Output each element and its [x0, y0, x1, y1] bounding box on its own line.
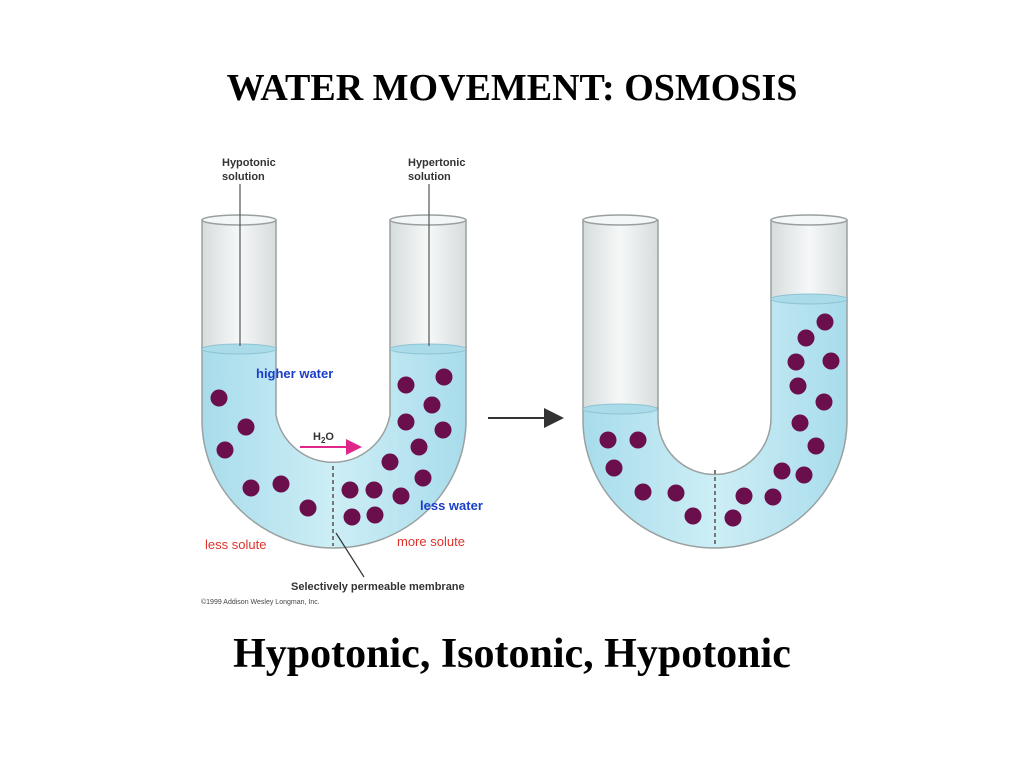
- solute-dot: [822, 352, 840, 370]
- right-tube-left-arm-glass: [582, 219, 659, 411]
- solute-dot: [764, 488, 782, 506]
- solute-dot: [392, 487, 410, 505]
- label-h2o: H2O: [313, 431, 334, 445]
- left-tube-solutes-hypotonic: [210, 389, 317, 517]
- left-u-tube: [201, 214, 467, 549]
- label-hypotonic-solution-2: solution: [222, 171, 265, 183]
- solute-dot: [423, 396, 441, 414]
- label-hypotonic-line2: solution: [222, 171, 265, 183]
- solute-dot: [684, 507, 702, 525]
- right-tube-solution: [582, 297, 848, 549]
- left-tube-right-surface: [389, 343, 467, 355]
- label-less-water: less water: [420, 498, 483, 513]
- left-diagram-labels: Hypotonic solution Hypertonic solution h…: [201, 157, 483, 606]
- solute-dot: [791, 414, 809, 432]
- slide-subtitle: Hypotonic, Isotonic, Hypotonic: [233, 631, 791, 677]
- left-tube-right-rim: [389, 214, 467, 226]
- label-hypertonic-line1: Hypertonic: [408, 157, 465, 169]
- h2o-o: O: [325, 431, 334, 443]
- right-tube-right-arm-glass: [770, 219, 848, 301]
- solute-dot: [272, 475, 290, 493]
- solute-dot: [807, 437, 825, 455]
- solute-dot: [397, 376, 415, 394]
- solute-dot: [789, 377, 807, 395]
- solute-dot: [216, 441, 234, 459]
- solute-dot: [366, 506, 384, 524]
- left-tube-solutes-hypertonic: [341, 368, 453, 526]
- left-tube-right-arm-glass: [389, 219, 467, 351]
- solute-dot: [343, 508, 361, 526]
- left-tube-left-rim: [201, 214, 277, 226]
- h2o-h: H: [313, 431, 321, 443]
- solute-dot: [634, 483, 652, 501]
- left-tube-left-arm-glass: [201, 219, 277, 351]
- solute-dot: [365, 481, 383, 499]
- solute-dot: [341, 481, 359, 499]
- solute-dot: [605, 459, 623, 477]
- right-tube-left-rim: [582, 214, 658, 226]
- label-hypotonic-line1: Hypotonic: [222, 157, 276, 169]
- solute-dot: [435, 368, 453, 386]
- solute-dot: [381, 453, 399, 471]
- solute-dot: [299, 499, 317, 517]
- solute-dot: [599, 431, 617, 449]
- pointer-membrane: [335, 532, 365, 578]
- solute-dot: [724, 509, 742, 527]
- right-tube-solutes-right: [724, 313, 840, 527]
- right-tube-solutes-left: [599, 431, 702, 525]
- solute-dot: [797, 329, 815, 347]
- solute-dot: [397, 413, 415, 431]
- label-more-solute: more solute: [397, 534, 465, 549]
- solute-dot: [816, 313, 834, 331]
- label-less-solute: less solute: [205, 537, 266, 552]
- solute-dot: [735, 487, 753, 505]
- label-copyright: ©1999 Addison Wesley Longman, Inc.: [201, 598, 320, 606]
- label-hypertonic-line2: solution: [408, 171, 451, 183]
- label-hypertonic-solution: Hypertonic: [408, 157, 465, 169]
- solute-dot: [815, 393, 833, 411]
- solute-dot: [795, 466, 813, 484]
- solute-dot: [787, 353, 805, 371]
- right-tube-left-surface: [582, 403, 658, 415]
- slide-title: WATER MOVEMENT: OSMOSIS: [226, 67, 798, 109]
- label-hypertonic-solution-2: solution: [408, 171, 451, 183]
- label-membrane: Selectively permeable membrane: [291, 581, 465, 593]
- solute-dot: [237, 418, 255, 436]
- solute-dot: [434, 421, 452, 439]
- solute-dot: [629, 431, 647, 449]
- solute-dot: [210, 389, 228, 407]
- solute-dot: [242, 479, 260, 497]
- left-tube-left-surface: [201, 343, 277, 355]
- label-hypotonic-solution: Hypotonic: [222, 157, 276, 169]
- right-tube-right-rim: [770, 214, 848, 226]
- solute-dot: [414, 469, 432, 487]
- solute-dot: [410, 438, 428, 456]
- solute-dot: [773, 462, 791, 480]
- h2o-sub: 2: [321, 436, 326, 445]
- solute-dot: [667, 484, 685, 502]
- label-higher-water: higher water: [256, 366, 333, 381]
- right-u-tube: [582, 214, 848, 549]
- right-tube-right-surface: [770, 293, 848, 305]
